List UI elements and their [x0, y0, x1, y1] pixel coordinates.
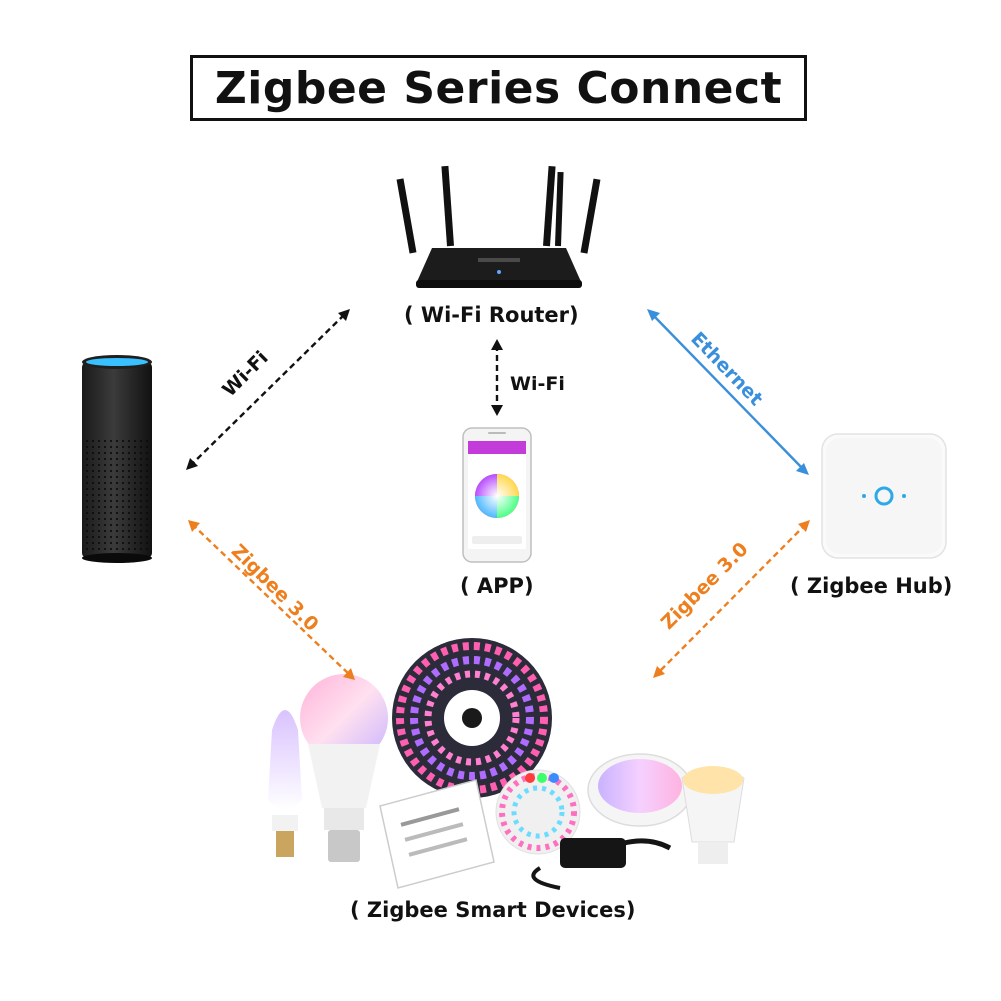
arrowheads-hub-devices [653, 520, 810, 678]
app-label: ( APP) [460, 574, 534, 598]
page-title: Zigbee Series Connect [214, 62, 783, 114]
connector-speaker-devices [191, 523, 352, 677]
router-app-connection-label: Wi-Fi [510, 373, 565, 395]
hub-label: ( Zigbee Hub) [790, 574, 953, 598]
wifi-router-icon [396, 165, 601, 288]
smart-speaker-icon [82, 355, 152, 563]
connector-hub-devices [656, 523, 807, 675]
router-label: ( Wi-Fi Router) [404, 303, 579, 327]
connector-router-hub [651, 313, 805, 471]
arrowheads-router-hub [647, 309, 809, 475]
smart-devices-icon [268, 638, 745, 890]
connector-speaker-router [189, 312, 347, 467]
arrowheads-router-app [491, 339, 503, 416]
title-box: Zigbee Series Connect [190, 55, 807, 121]
arrowheads-speaker-devices [188, 520, 355, 680]
smartphone-app-icon [462, 427, 532, 563]
devices-label: ( Zigbee Smart Devices) [350, 898, 636, 922]
zigbee-hub-icon [821, 433, 947, 559]
arrowheads-speaker-router [186, 309, 350, 470]
